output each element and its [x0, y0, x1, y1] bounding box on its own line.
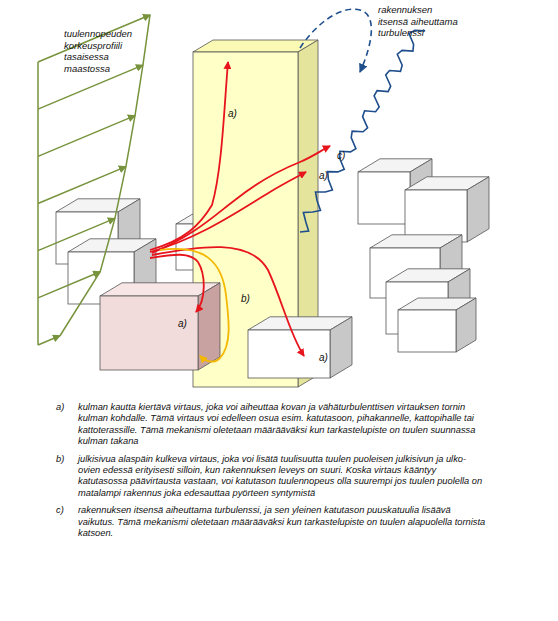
explanation-text: rakennuksen itsensä aiheuttama turbulens… — [78, 505, 486, 539]
wind-arrow — [38, 336, 60, 345]
turbulence-line — [300, 30, 425, 232]
wind-arrow — [38, 116, 135, 157]
wind-arrow — [38, 167, 126, 204]
callout-letter: a) — [318, 170, 329, 182]
caption-item: c)rakennuksen itsensä aiheuttama turbule… — [56, 505, 486, 539]
callout-letter: b) — [240, 293, 251, 305]
caption-item: a)kulman kautta kiertävä virtaus, joka v… — [56, 402, 486, 448]
list-marker: a) — [56, 402, 78, 448]
turbulence-note: rakennuksen itsensä aiheuttama turbulens… — [378, 4, 462, 39]
box-top — [193, 40, 318, 52]
box-front — [248, 330, 330, 378]
box-side — [456, 298, 476, 352]
box-side — [330, 317, 352, 378]
building — [398, 298, 476, 352]
explanation-text: kulman kautta kiertävä virtaus, joka voi… — [78, 402, 486, 448]
flow-arrows — [150, 9, 425, 361]
list-marker: b) — [56, 454, 78, 500]
callout-letter: a) — [177, 318, 188, 330]
wind-arrow — [38, 218, 115, 250]
box-front — [358, 172, 410, 224]
profile-axis — [37, 62, 39, 345]
caption-item: b)julkisivua alaspäin kulkeva virtaus, j… — [56, 454, 486, 500]
profile-envelope — [60, 15, 150, 336]
box-front — [100, 296, 198, 370]
callout-letter: a) — [318, 352, 329, 364]
explanation-text: julkisivua alaspäin kulkeva virtaus, jok… — [78, 454, 486, 500]
list-marker: c) — [56, 505, 78, 539]
callout-letter: c) — [336, 150, 346, 162]
building — [405, 177, 489, 242]
callout-letter: a) — [227, 108, 238, 120]
wind-arrow — [38, 272, 100, 298]
box-front — [398, 310, 456, 352]
box-front — [405, 190, 467, 242]
wind-profile — [38, 15, 150, 345]
profile-note: tuulennopeuden korkeusprofiili tasaisess… — [64, 28, 146, 74]
box-side — [467, 177, 489, 242]
